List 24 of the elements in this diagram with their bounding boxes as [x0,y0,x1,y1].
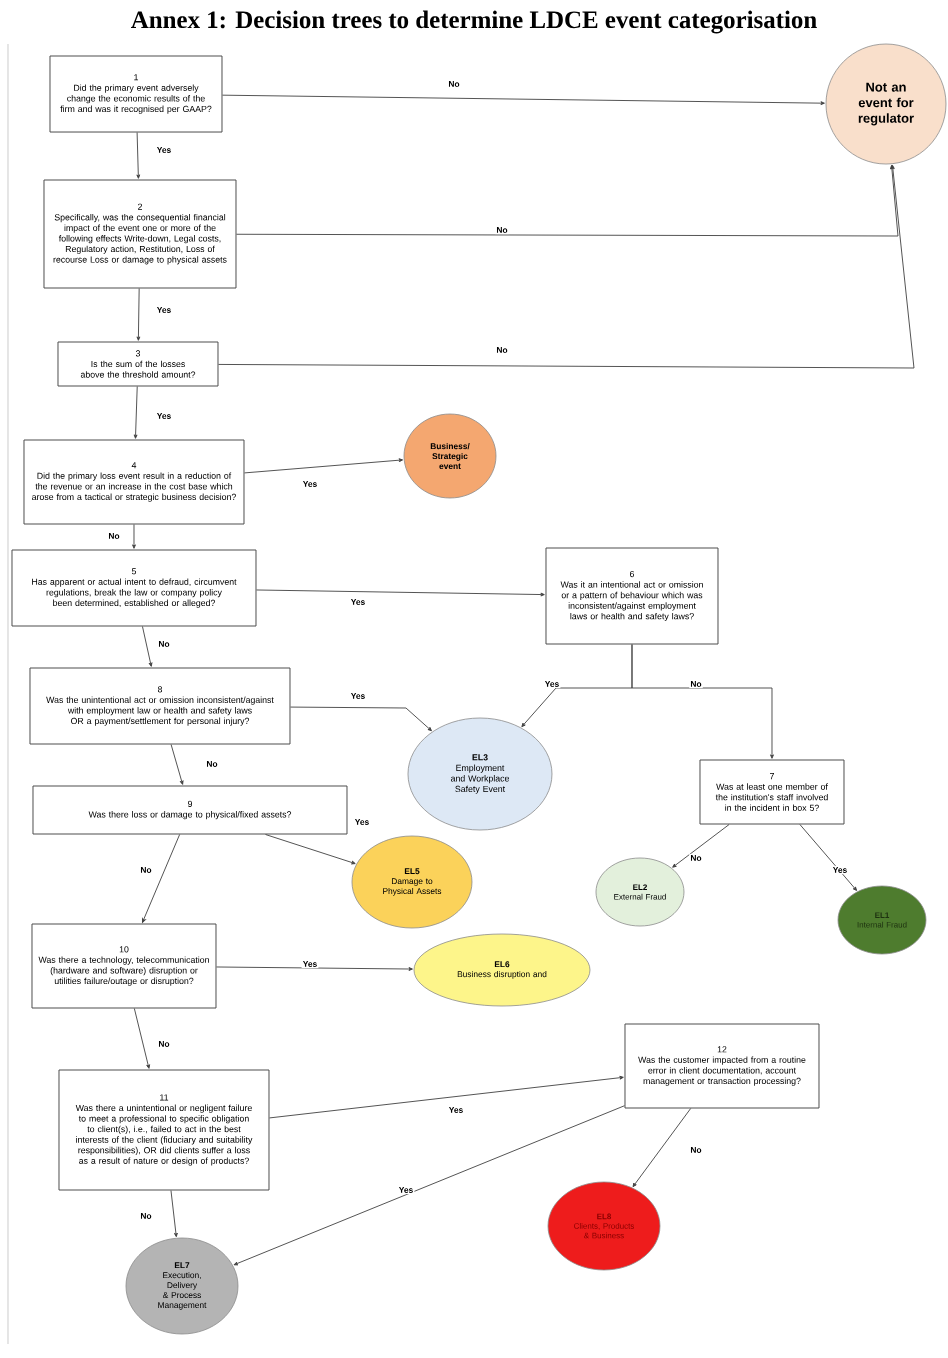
arrow [233,1105,625,1266]
arrow [170,1190,178,1238]
arrow [632,1108,692,1188]
arrow [133,1008,150,1069]
arrow [672,824,730,868]
arrow [222,94,825,106]
arrow [631,644,774,759]
arrow [136,288,141,341]
title: Annex 1: Decision trees to determine LDCE event categorisation [131,10,817,34]
arrow [265,834,356,865]
arrow [136,132,141,179]
arrow [269,1075,624,1119]
arrow [133,386,138,439]
arrow [236,164,899,237]
arrow [256,589,545,597]
arrow [799,824,858,891]
arrow [170,744,184,785]
arrow [132,524,136,549]
arrow [290,706,432,732]
arrow [142,834,181,923]
arrow [216,966,413,971]
arrow [244,458,404,474]
arrow [218,164,915,369]
arrow [142,626,153,667]
